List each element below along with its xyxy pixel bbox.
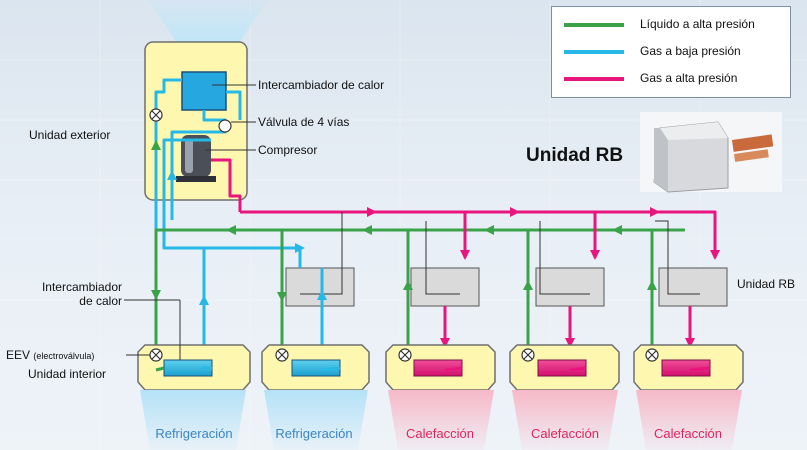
rb-boxes bbox=[285, 267, 728, 307]
legend-swatch-gas-low bbox=[564, 50, 624, 54]
rb-unit-side-label: Unidad RB bbox=[737, 277, 796, 291]
flow-arrows bbox=[151, 140, 720, 348]
legend-item-gas-low: Gas a baja presión bbox=[564, 43, 784, 59]
outdoor-heat-exchanger-label: Intercambiador de calor bbox=[258, 78, 385, 92]
legend: Líquido a alta presión Gas a baja presió… bbox=[551, 6, 791, 98]
eev-label-detail: (electroválvula) bbox=[33, 351, 95, 361]
rb-unit-title: Unidad RB bbox=[526, 145, 624, 166]
four-way-valve-label: Válvula de 4 vías bbox=[258, 115, 350, 129]
compressor-label: Compresor bbox=[258, 143, 318, 157]
four-way-valve-icon bbox=[218, 119, 232, 133]
outdoor-unit-label: Unidad exterior bbox=[29, 128, 111, 142]
legend-label-gas-low: Gas a baja presión bbox=[640, 44, 741, 58]
compressor-icon bbox=[176, 135, 216, 182]
legend-item-gas-high: Gas a alta presión bbox=[564, 70, 784, 86]
legend-item-liquid: Líquido a alta presión bbox=[564, 16, 784, 32]
mode-label-1: Refrigeración bbox=[155, 426, 233, 441]
mode-label-4: Calefacción bbox=[531, 426, 599, 441]
indoor-unit-5 bbox=[633, 344, 744, 450]
legend-label-gas-high: Gas a alta presión bbox=[640, 71, 738, 85]
mode-label-5: Calefacción bbox=[654, 426, 722, 441]
legend-swatch-liquid bbox=[564, 23, 624, 27]
indoor-unit-4 bbox=[509, 344, 620, 450]
indoor-unit-3 bbox=[385, 344, 496, 450]
indoor-unit-1 bbox=[137, 344, 251, 450]
indoor-unit-2 bbox=[261, 344, 370, 450]
outdoor-heat-exchanger bbox=[181, 71, 227, 111]
outdoor-airflow bbox=[148, 0, 268, 44]
legend-swatch-gas-high bbox=[564, 77, 624, 81]
indoor-unit-label: Unidad interior bbox=[28, 367, 107, 381]
eev-label: EEV (electroválvula) bbox=[6, 348, 94, 362]
indoor-heat-exchanger-label: Intercambiador de calor bbox=[41, 280, 122, 308]
eev-label-main: EEV bbox=[6, 348, 31, 362]
mode-label-2: Refrigeración bbox=[275, 426, 353, 441]
legend-label-liquid: Líquido a alta presión bbox=[640, 17, 755, 31]
rb-unit-image bbox=[640, 112, 782, 193]
mode-label-3: Calefacción bbox=[406, 426, 474, 441]
